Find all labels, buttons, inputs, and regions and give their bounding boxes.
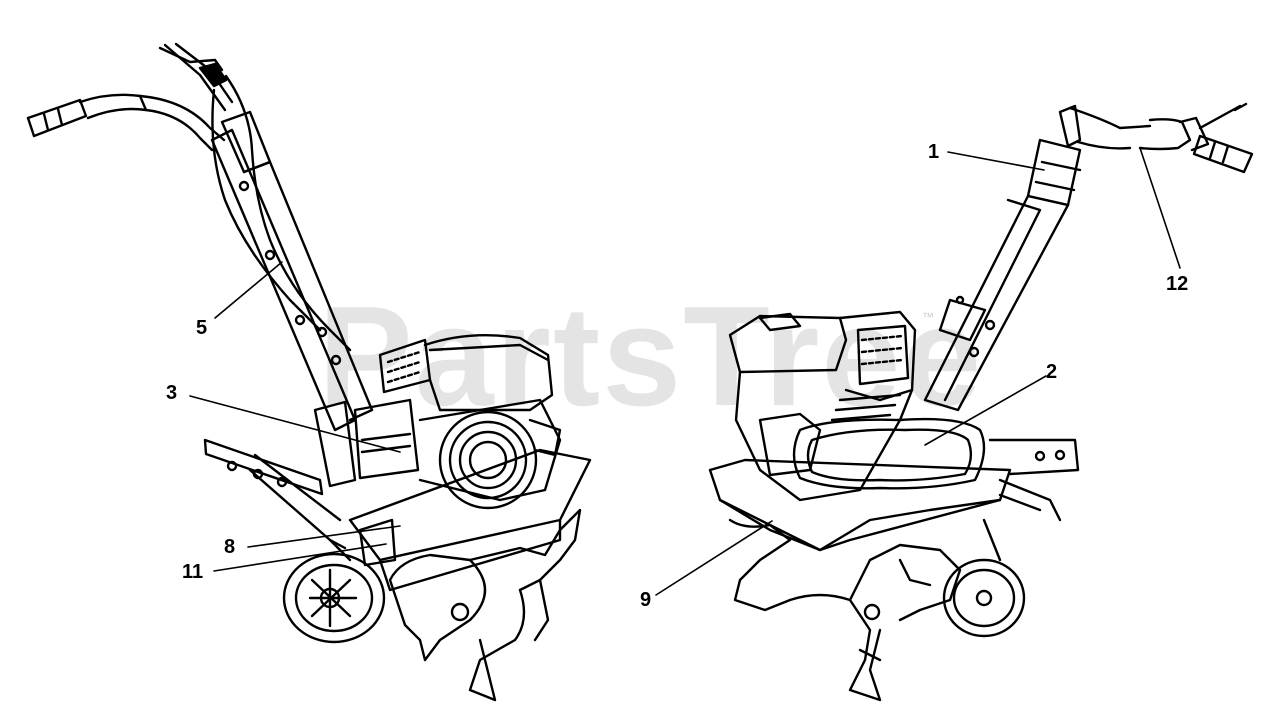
leader-2 (924, 375, 1047, 446)
left-engine (353, 334, 562, 510)
right-handlebar (1058, 104, 1210, 152)
callout-11: 11 (182, 561, 204, 583)
leader-3 (189, 395, 401, 453)
right-frame (708, 438, 1080, 552)
left-tiller (26, 42, 592, 702)
right-tine-shield (792, 417, 986, 490)
right-handle-column (923, 138, 1082, 412)
right-engine (728, 310, 917, 502)
left-tine-shield (348, 448, 592, 592)
callout-9: 9 (640, 589, 652, 611)
callout-8: 8 (224, 536, 236, 558)
right-transport-wheel (942, 518, 1026, 638)
right-handle-grip (1192, 102, 1254, 174)
callout-12: 12 (1166, 273, 1189, 295)
callout-5: 5 (196, 317, 208, 339)
callout-3: 3 (166, 382, 178, 404)
leader-lines (189, 147, 1181, 596)
leader-9 (655, 520, 773, 596)
trademark-symbol: ™ (922, 310, 934, 324)
leader-12 (1139, 147, 1181, 269)
left-handlebar (138, 42, 234, 152)
right-tiller (708, 102, 1254, 702)
left-handle-column (210, 110, 374, 432)
right-tines (728, 518, 962, 702)
leader-5 (214, 261, 283, 319)
left-frame (203, 400, 357, 550)
callout-1: 1 (928, 141, 940, 163)
left-tines (388, 508, 582, 702)
left-transport-wheel (282, 538, 386, 644)
callout-2: 2 (1046, 361, 1058, 383)
left-handle-grip (26, 93, 148, 138)
leader-11 (213, 543, 387, 572)
leader-1 (947, 151, 1045, 171)
leader-8 (247, 525, 401, 548)
